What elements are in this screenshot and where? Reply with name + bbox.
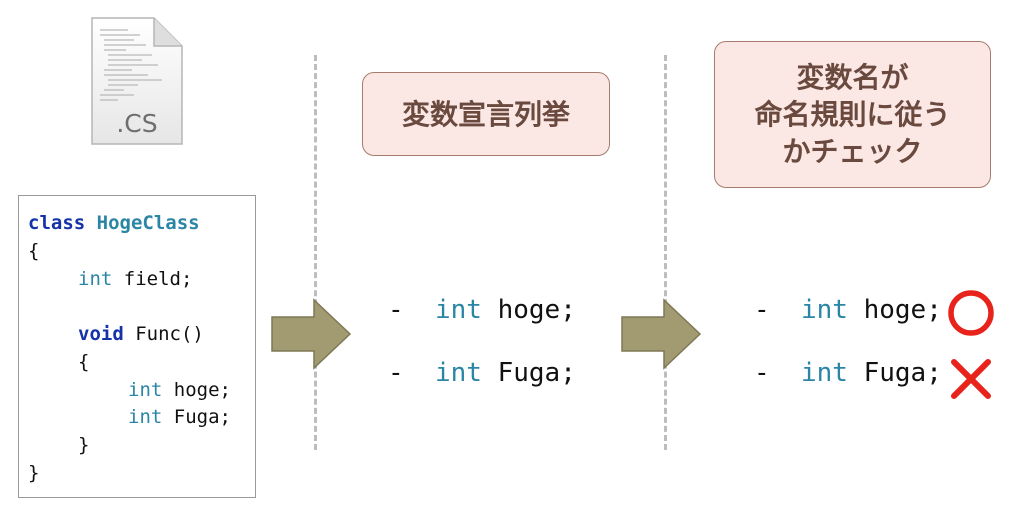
variable-name: hoge;	[497, 295, 576, 325]
type-keyword: int	[434, 295, 482, 325]
type-keyword: int	[800, 358, 848, 388]
code-line: class HogeClass	[28, 211, 200, 235]
variable-name: Fuga;	[497, 358, 576, 388]
code-text: field;	[112, 268, 193, 290]
list-dash: -	[754, 295, 770, 325]
enumerated-declaration: - int Fuga;	[388, 357, 576, 389]
checked-declaration: - int Fuga;	[754, 357, 942, 389]
check-title-line: 命名規則に従う	[754, 98, 951, 131]
source-code-panel: class HogeClass { int field; void Func()…	[18, 195, 256, 498]
code-line: {	[78, 351, 90, 373]
code-line: {	[28, 240, 40, 262]
list-dash: -	[388, 358, 404, 388]
code-line: int hoge;	[128, 378, 231, 402]
naming-check-box: 変数名が 命名規則に従う かチェック	[714, 41, 991, 188]
code-line: int Fuga;	[128, 405, 231, 429]
cs-file-icon: .CS	[91, 17, 183, 145]
code-text: Func()	[123, 323, 204, 345]
enumerated-declaration: - int hoge;	[388, 294, 576, 326]
variable-name: hoge;	[863, 295, 942, 325]
code-line: void Func()	[78, 322, 204, 346]
code-line: }	[78, 434, 90, 456]
checked-declaration: - int hoge;	[754, 294, 942, 326]
check-title-line: 変数名が	[796, 61, 909, 94]
code-text: Fuga;	[162, 406, 231, 428]
dashed-divider	[664, 55, 667, 450]
code-keyword: int	[128, 406, 163, 428]
check-title-line: かチェック	[782, 135, 923, 168]
enumerate-title: 変数宣言列挙	[401, 97, 570, 131]
code-keyword: void	[78, 323, 124, 345]
fail-cross-icon	[951, 359, 991, 399]
enumerate-declarations-box: 変数宣言列挙	[362, 72, 610, 156]
type-keyword: int	[800, 295, 848, 325]
code-text: hoge;	[162, 379, 231, 401]
type-keyword: int	[434, 358, 482, 388]
list-dash: -	[754, 358, 770, 388]
right-arrow-icon	[621, 298, 702, 370]
dashed-divider	[314, 55, 317, 450]
pass-circle-icon	[948, 290, 994, 336]
list-dash: -	[388, 295, 404, 325]
code-keyword: class	[28, 212, 86, 234]
file-extension-label: .CS	[116, 109, 157, 138]
variable-name: Fuga;	[863, 358, 942, 388]
code-keyword: int	[78, 268, 113, 290]
right-arrow-icon	[271, 298, 352, 370]
code-keyword: int	[128, 379, 163, 401]
code-line: int field;	[78, 267, 192, 291]
code-line: }	[28, 462, 40, 484]
code-class-name: HogeClass	[96, 212, 200, 234]
